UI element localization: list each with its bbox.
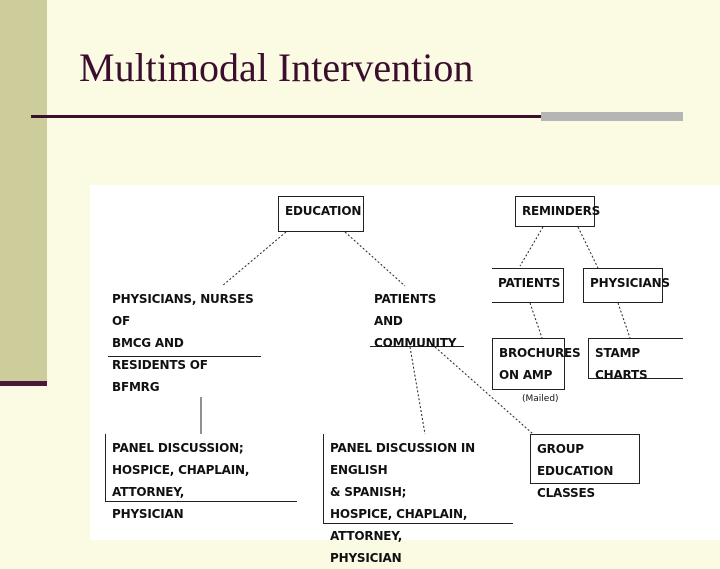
reminder-physicians-box: PHYSICIANS [583, 268, 670, 303]
connector-community-bilingual [409, 346, 426, 435]
reminders-box: REMINDERS [515, 196, 600, 227]
panel-discussion-bilingual-box: PANEL DISCUSSION IN ENGLISH & SPANISH; H… [323, 434, 513, 565]
stamp-charts-box: STAMP CHARTS [588, 338, 683, 382]
side-accent-bar-edge [0, 381, 47, 386]
patients-community-box: PATIENTS AND COMMUNITY [370, 286, 464, 350]
diagram-canvas [90, 185, 720, 540]
connector-community-group [434, 346, 534, 435]
connector-education-patients [344, 231, 406, 287]
brochures-note: (Mailed) [522, 394, 559, 404]
connector-patients-brochures [529, 302, 543, 339]
title-rule-dark [31, 115, 541, 118]
connector-education-physicians [221, 231, 287, 287]
connector-reminders-patients [519, 226, 544, 267]
connector-reminders-physicians [577, 226, 599, 269]
slide-title: Multimodal Intervention [79, 45, 474, 90]
panel-discussion-staff-box: PANEL DISCUSSION; HOSPICE, CHAPLAIN, ATT… [105, 434, 297, 521]
group-education-box: GROUP EDUCATION CLASSES [530, 434, 640, 500]
brochures-box: BROCHURES ON AMP [492, 338, 581, 390]
education-box: EDUCATION [278, 196, 364, 232]
title-rule-light [541, 112, 683, 121]
connector-lines [200, 226, 631, 435]
connector-physicians-stamp [617, 302, 631, 339]
physicians-nurses-box: PHYSICIANS, NURSES OF BMCG AND RESIDENTS… [108, 286, 261, 394]
reminder-patients-box: PATIENTS [492, 268, 564, 303]
side-accent-bar [0, 0, 47, 386]
